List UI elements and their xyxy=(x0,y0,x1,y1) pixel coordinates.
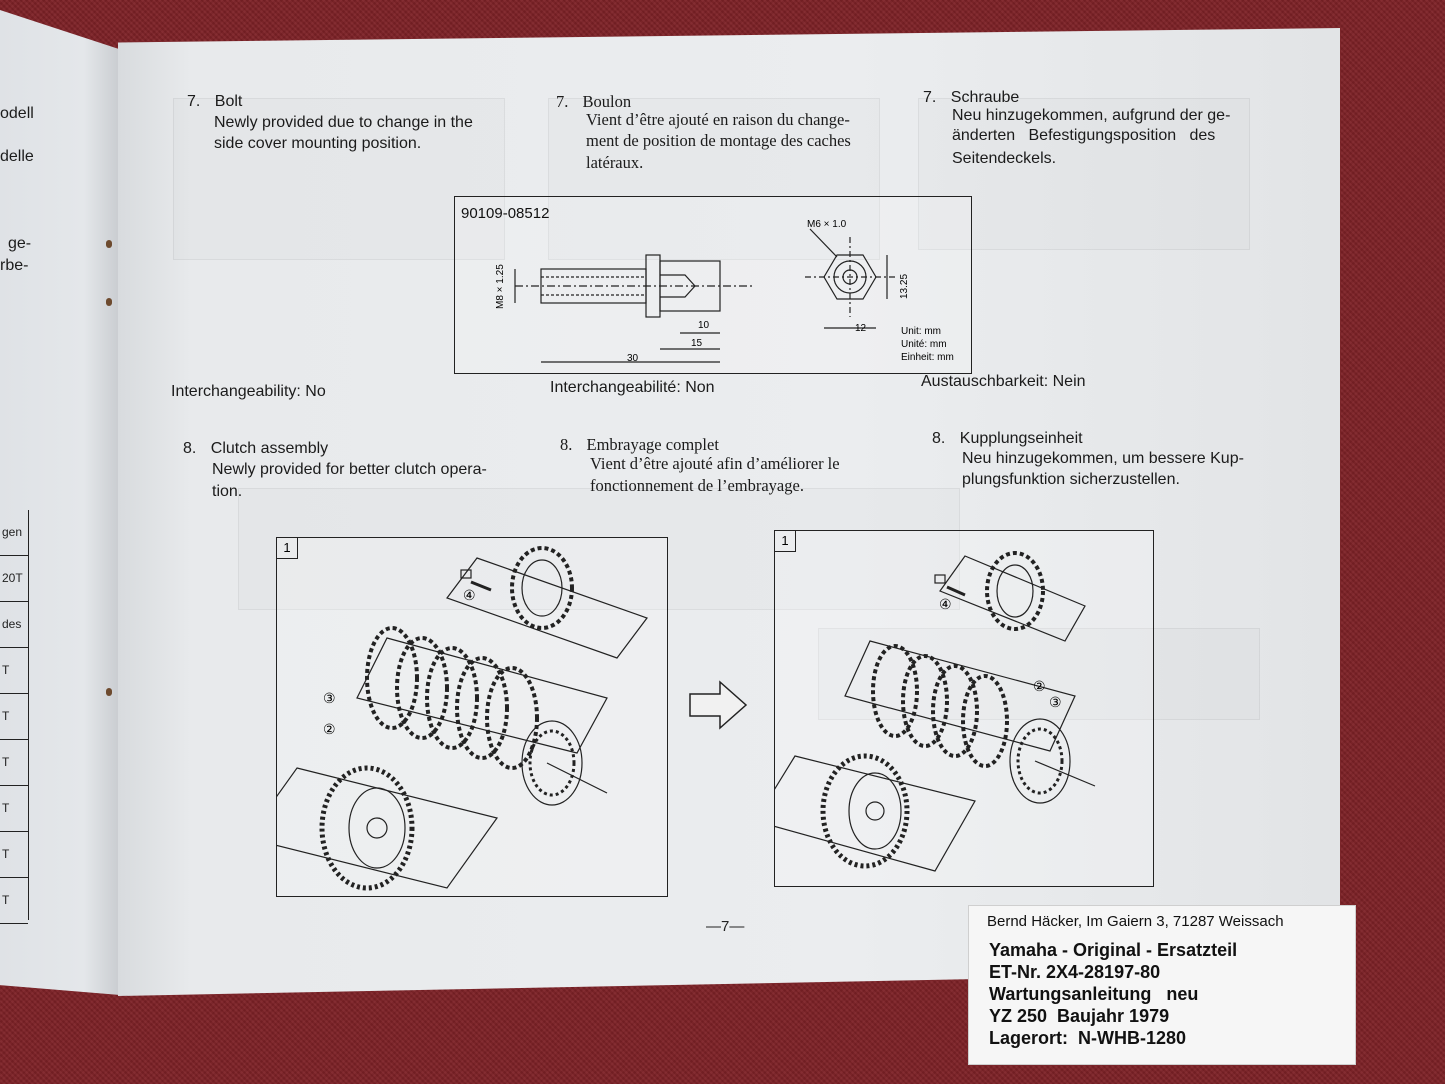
left-table: gen 20T des T T T T T T xyxy=(0,510,29,924)
item-number: 8. xyxy=(932,430,946,447)
section-de7: 7. Schraube xyxy=(923,87,1019,108)
left-table-cell: gen xyxy=(0,510,28,556)
left-fragment: delle xyxy=(0,148,34,165)
item-line: plungsfunktion sicherzustellen. xyxy=(962,471,1180,488)
show-through xyxy=(548,98,880,260)
dim-label: 10 xyxy=(698,320,710,331)
dim-label: 13.25 xyxy=(899,274,910,299)
item-line: latéraux. xyxy=(586,153,644,172)
interchangeability: Interchangeabilité: Non xyxy=(550,379,715,396)
dim-label: 12 xyxy=(855,323,867,334)
left-fragment: odell xyxy=(0,105,34,122)
seller-address: Bernd Häcker, Im Gaiern 3, 71287 Weissac… xyxy=(987,913,1284,930)
item-number: 8. xyxy=(183,440,197,457)
section-en8: 8. Clutch assembly xyxy=(183,438,328,459)
clutch-drawing-new: ④ ② ③ xyxy=(775,551,1096,872)
left-table-cell: T xyxy=(0,740,28,786)
left-fragment: ge- xyxy=(8,235,32,252)
callout: ③ xyxy=(1049,694,1062,710)
show-through xyxy=(173,98,505,260)
item-title: Embrayage complet xyxy=(586,435,719,454)
binding-hole xyxy=(106,240,112,248)
label-line: Yamaha - Original - Ersatzteil xyxy=(989,940,1238,960)
label-line: ET-Nr. 2X4-28197-80 xyxy=(989,962,1161,982)
binding-hole xyxy=(106,688,112,696)
show-through xyxy=(918,98,1250,250)
left-table-cell: 20T xyxy=(0,556,28,602)
section-de8: 8. Kupplungseinheit xyxy=(932,428,1083,449)
item-number: 8. xyxy=(560,435,573,454)
binding-hole xyxy=(106,298,112,306)
item-line: änderten Befestigungsposition des xyxy=(952,127,1216,144)
item-line: Vient d’être ajouté afin d’améliorer le xyxy=(590,454,840,473)
part-number: 90109-08512 xyxy=(461,205,550,222)
dim-label: M6 × 1.0 xyxy=(807,219,847,230)
left-fragment: rbe- xyxy=(0,257,29,274)
item-title: Kupplungseinheit xyxy=(959,430,1083,447)
section-fr8: 8. Embrayage complet xyxy=(560,434,719,455)
clutch-drawing-old: ④ ③ ② xyxy=(277,546,648,891)
left-table-cell: T xyxy=(0,694,28,740)
left-table-cell: T xyxy=(0,878,28,924)
bolt-drawing: M8 × 1.25 M6 × 1.0 10 15 30 12 13.25 Uni… xyxy=(495,219,954,364)
left-table-cell: des xyxy=(0,602,28,648)
label-line: YZ 250 Baujahr 1979 xyxy=(989,1006,1170,1026)
arrow-right-icon xyxy=(689,680,748,730)
clutch-diagram-new: 1 ④ ② ③ xyxy=(774,530,1154,887)
seller-label: Bernd Häcker, Im Gaiern 3, 71287 Weissac… xyxy=(968,905,1356,1065)
left-page-edge: odell delle ge- rbe- gen 20T des T T T T… xyxy=(0,10,120,995)
item-number: 7. xyxy=(556,92,569,111)
clutch-diagram-old: 1 ④ ③ ② xyxy=(276,537,668,897)
page-number: —7— xyxy=(706,918,745,935)
item-line: side cover mounting position. xyxy=(214,135,422,152)
callout: ② xyxy=(323,721,336,737)
item-title: Clutch assembly xyxy=(210,440,329,457)
figure-tag: 1 xyxy=(775,531,796,552)
callout: ④ xyxy=(939,596,952,612)
item-title: Boulon xyxy=(582,92,632,111)
section-en7: 7. Bolt xyxy=(187,91,242,112)
item-line: Vient d’être ajouté en raison du change- xyxy=(586,110,850,129)
dim-label: M8 × 1.25 xyxy=(495,264,506,309)
bolt-diagram: 90109-08512 M8 xyxy=(454,196,972,374)
callout: ④ xyxy=(463,587,476,603)
unit-label: Unité: mm xyxy=(901,339,947,350)
section-fr7: 7. Boulon xyxy=(556,91,631,112)
item-number: 7. xyxy=(923,89,937,106)
callout: ③ xyxy=(323,690,336,706)
unit-label: Einheit: mm xyxy=(901,352,954,363)
item-line: Seitendeckels. xyxy=(952,150,1057,167)
unit-label: Unit: mm xyxy=(901,326,941,337)
item-line: Neu hinzugekommen, um bessere Kup- xyxy=(962,450,1244,467)
label-line: Lagerort: N-WHB-1280 xyxy=(989,1028,1187,1048)
item-line: tion. xyxy=(212,483,243,500)
figure-tag: 1 xyxy=(277,538,298,559)
dim-label: 15 xyxy=(691,338,703,349)
interchangeability: Interchangeability: No xyxy=(171,383,326,400)
interchangeability: Austauschbarkeit: Nein xyxy=(921,373,1086,390)
item-line: Newly provided for better clutch opera- xyxy=(212,461,487,478)
item-line: ment de position de montage des caches xyxy=(586,131,851,150)
item-title: Bolt xyxy=(214,93,243,110)
item-number: 7. xyxy=(187,93,201,110)
label-line: Wartungsanleitung neu xyxy=(989,984,1199,1004)
item-title: Schraube xyxy=(950,89,1020,106)
show-through xyxy=(238,488,960,610)
item-line: fonctionnement de l’embrayage. xyxy=(590,476,804,495)
left-table-cell: T xyxy=(0,786,28,832)
dim-label: 30 xyxy=(627,353,639,364)
item-line: Newly provided due to change in the xyxy=(214,114,473,131)
item-line: Neu hinzugekommen, aufgrund der ge- xyxy=(952,107,1231,124)
callout: ② xyxy=(1033,678,1046,694)
left-table-cell: T xyxy=(0,832,28,878)
left-table-cell: T xyxy=(0,648,28,694)
